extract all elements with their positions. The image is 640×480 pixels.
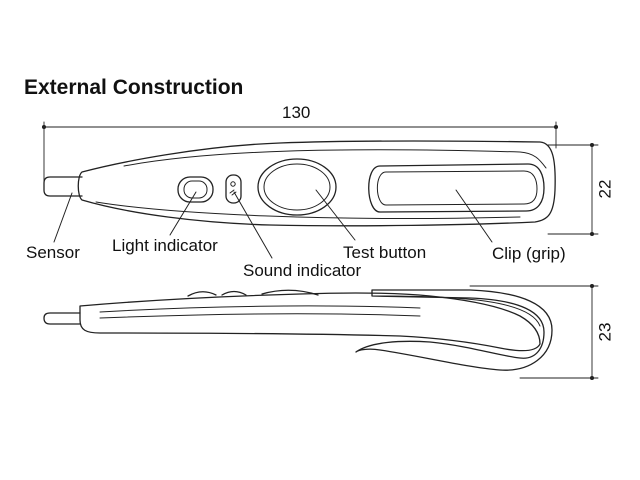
light-indicator	[178, 177, 213, 202]
leader-lines	[54, 190, 492, 258]
test-button	[258, 159, 336, 215]
label-light-indicator: Light indicator	[112, 236, 218, 255]
side-view	[44, 290, 552, 370]
diagram-title: External Construction	[24, 76, 244, 99]
label-sensor: Sensor	[26, 243, 80, 262]
label-test-button: Test button	[343, 243, 427, 262]
height-dimension	[470, 284, 598, 379]
width-dimension	[548, 143, 598, 235]
clip-top	[369, 164, 544, 212]
label-clip: Clip (grip)	[492, 244, 566, 263]
sensor-tip	[44, 177, 82, 196]
dimension-height: 23	[595, 322, 615, 342]
length-dimension	[42, 122, 557, 190]
top-view	[44, 141, 555, 226]
label-sound-indicator: Sound indicator	[243, 261, 362, 280]
dimension-length: 130	[282, 103, 311, 122]
side-clip	[356, 290, 552, 370]
sound-indicator	[226, 175, 241, 203]
body-outline	[78, 141, 555, 226]
dimension-width: 22	[595, 179, 615, 199]
side-body	[80, 293, 540, 351]
